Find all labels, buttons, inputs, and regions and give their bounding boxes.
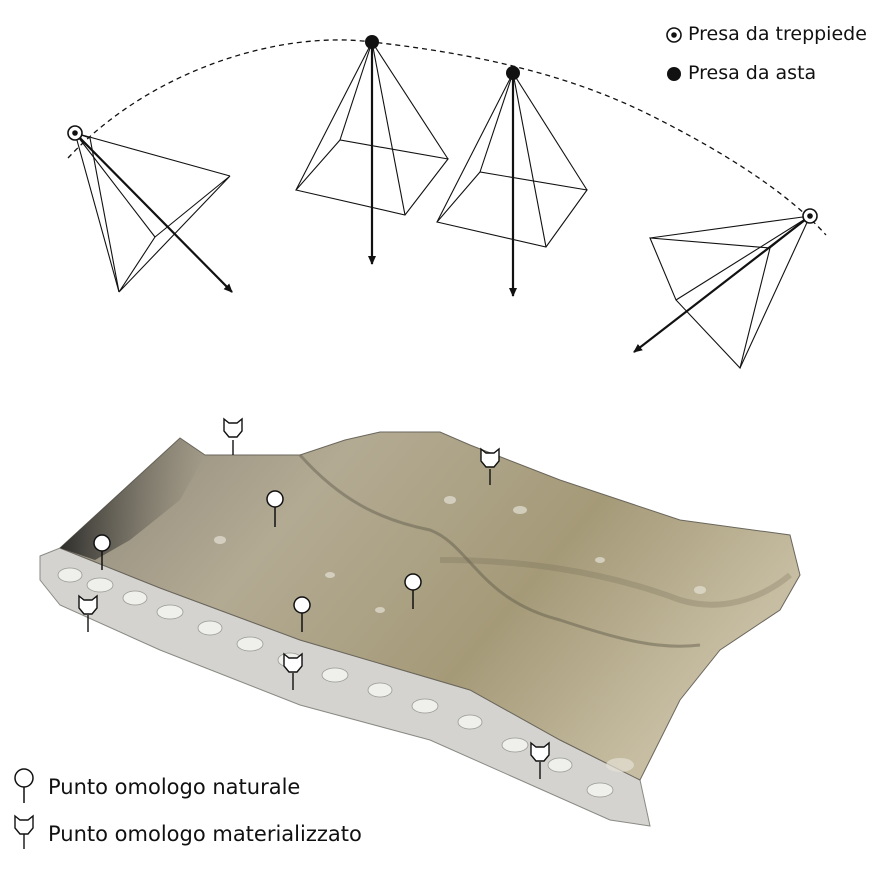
materialized-point-icon <box>283 652 303 690</box>
camera-tripod-left <box>67 125 233 293</box>
tripod-shot-icon <box>666 27 682 43</box>
pole-shot-icon <box>667 67 681 81</box>
camera-pole-center <box>294 35 449 265</box>
tripod-shot-icon <box>802 208 818 224</box>
legend-natural-point-label: Punto omologo naturale <box>48 775 301 799</box>
natural-point-icon <box>293 596 311 632</box>
natural-point-icon <box>266 490 284 527</box>
pole-shot-icon <box>506 66 520 80</box>
natural-point-icon <box>404 573 422 609</box>
materialized-point-icon <box>14 814 34 849</box>
materialized-point-icon <box>78 594 98 632</box>
terrain-surface <box>59 431 801 781</box>
materialized-point-icon <box>223 417 243 455</box>
pole-shot-icon <box>365 35 379 49</box>
camera-tripod-right <box>633 208 818 370</box>
legend-pole-label: Presa da asta <box>688 62 817 84</box>
materialized-point-icon <box>530 741 550 779</box>
materialized-point-icon <box>480 447 500 485</box>
legend-tripod-label: Presa da treppiede <box>688 23 867 45</box>
camera-path <box>67 39 827 236</box>
materialized-point-markers <box>78 417 550 779</box>
natural-point-markers <box>93 490 422 632</box>
natural-point-icon <box>14 768 34 803</box>
legend-materialized-point-label: Punto omologo materializzato <box>48 822 362 846</box>
tripod-shot-icon <box>67 125 83 141</box>
camera-pole-right <box>435 66 588 297</box>
natural-point-icon <box>93 534 111 570</box>
terrain-model <box>39 431 801 827</box>
